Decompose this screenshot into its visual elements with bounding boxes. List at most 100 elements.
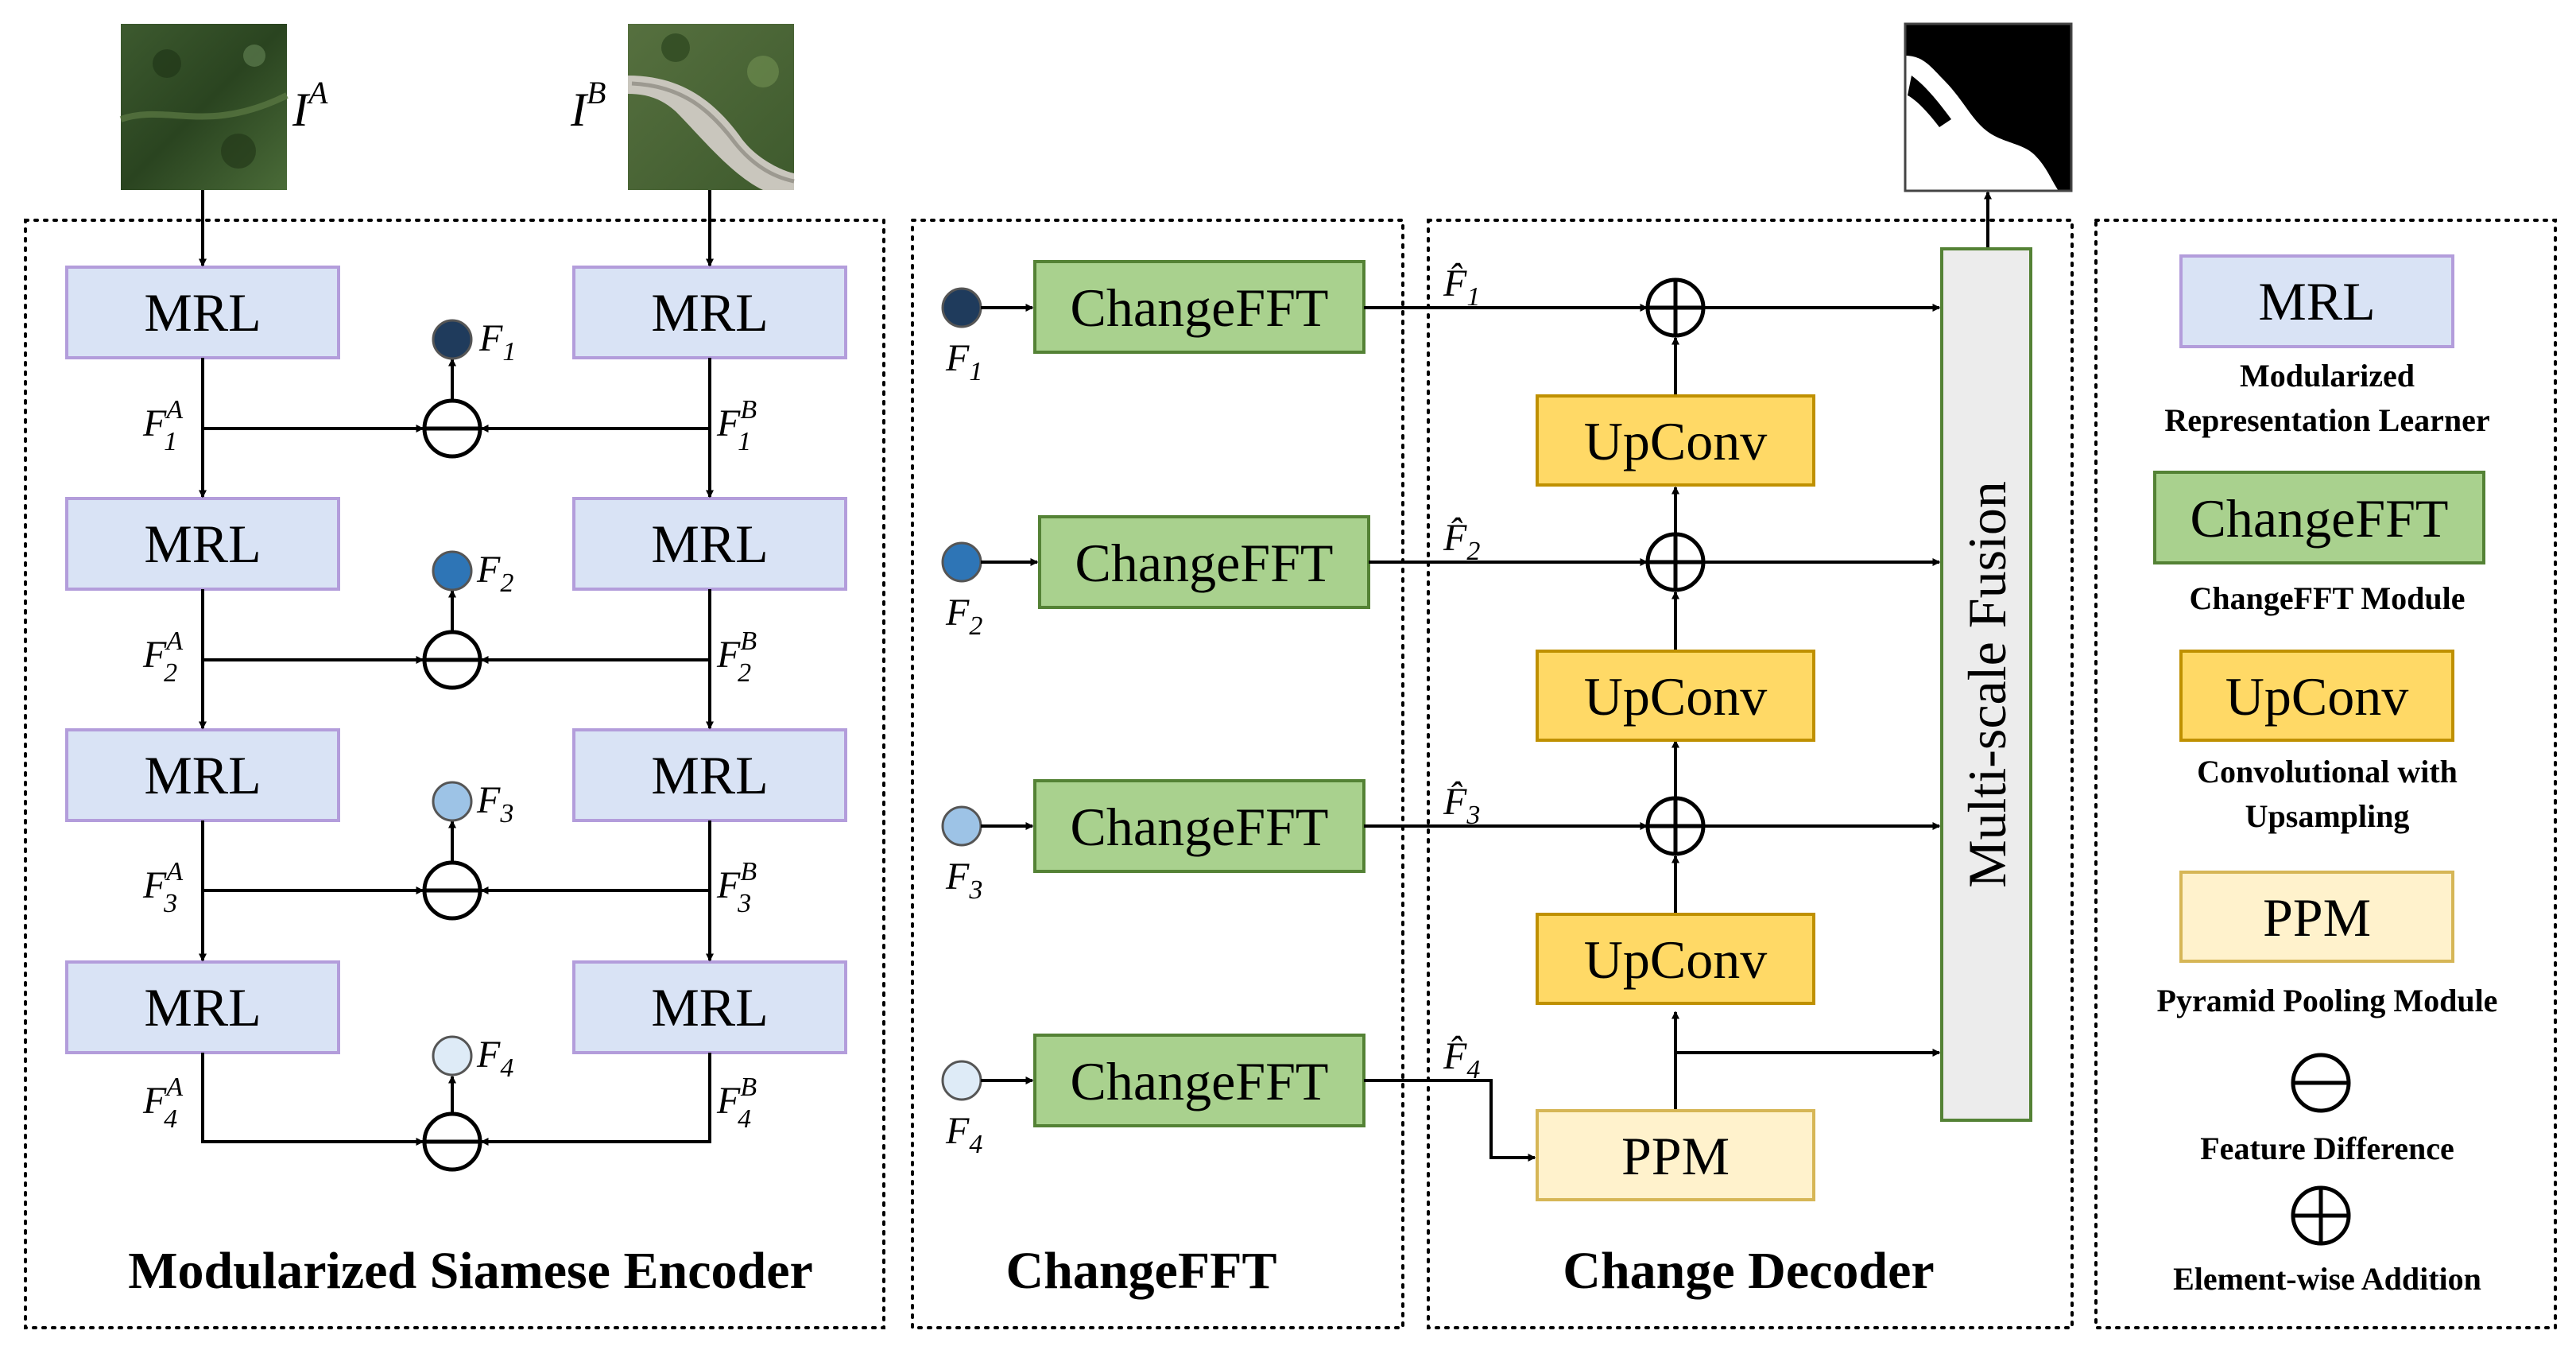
svg-text:F1: F1 (478, 317, 516, 367)
svg-text:ChangeFFT: ChangeFFT (1071, 1051, 1329, 1111)
mrl-block-a1: MRL (65, 266, 340, 359)
add-icon-3 (1645, 796, 1706, 856)
fft-input-dot-f4 (941, 1060, 982, 1101)
input-image-b (628, 24, 795, 190)
svg-text:MRL: MRL (144, 282, 261, 343)
legend-addition: Element-wise Addition (2173, 1185, 2481, 1297)
svg-text:F̂4: F̂4 (1443, 1034, 1480, 1084)
svg-text:F2: F2 (945, 592, 982, 641)
changefft-title: ChangeFFT (1005, 1242, 1276, 1300)
svg-text:ChangeFFT: ChangeFFT (1071, 797, 1329, 857)
legend-upconv: UpConv Convolutional with Upsampling (2179, 650, 2458, 834)
changefft-block-4: ChangeFFT (1033, 1034, 1365, 1127)
feature-dot-f4 (432, 1035, 473, 1077)
svg-text:Multi-scale Fusion: Multi-scale Fusion (1957, 481, 2017, 888)
mrl-block-a2: MRL (65, 497, 340, 591)
svg-text:UpConv: UpConv (1584, 666, 1767, 727)
svg-text:FA3: FA3 (142, 857, 183, 918)
svg-text:F3: F3 (945, 855, 982, 905)
changefft-block-2: ChangeFFT (1038, 515, 1370, 609)
svg-text:ChangeFFT: ChangeFFT (2191, 488, 2449, 549)
svg-text:UpConv: UpConv (2225, 666, 2408, 727)
svg-text:MRL: MRL (651, 745, 768, 805)
fhat-labels: F̂1 F̂2 F̂3 F̂4 (1443, 262, 1480, 1084)
fft-input-dot-f3 (941, 805, 982, 847)
input-label-a: IA (292, 75, 328, 136)
legend-diff-icon (2291, 1053, 2351, 1113)
svg-text:F2: F2 (476, 549, 513, 598)
changefft-block-1: ChangeFFT (1033, 260, 1365, 354)
decoder-panel (1427, 219, 2074, 1329)
diff-icon-2 (422, 630, 482, 690)
feature-difference-ops (422, 398, 482, 1172)
encoder-title: Modularized Siamese Encoder (128, 1242, 813, 1300)
svg-text:FB1: FB1 (716, 395, 757, 456)
feature-dot-f1 (432, 319, 473, 360)
mrl-block-b3: MRL (572, 728, 847, 822)
input-image-a (119, 24, 289, 190)
encoder-panel (24, 219, 885, 1329)
ppm-block: PPM (1536, 1109, 1815, 1201)
svg-text:Feature Difference: Feature Difference (2200, 1131, 2454, 1166)
svg-text:Convolutional with: Convolutional with (2197, 754, 2458, 789)
svg-text:Pyramid Pooling Module: Pyramid Pooling Module (2157, 983, 2498, 1018)
decoder-wires (1364, 191, 1992, 1162)
input-label-b: IB (570, 75, 606, 136)
changefft-column: F1 F2 F3 F4 ChangeFFT ChangeFFT ChangeFF… (941, 260, 1370, 1159)
upconv-block-3: UpConv (1536, 913, 1815, 1005)
svg-text:F̂3: F̂3 (1443, 780, 1480, 830)
svg-text:MRL: MRL (2258, 271, 2375, 332)
svg-text:FA4: FA4 (142, 1073, 183, 1134)
add-icon-2 (1645, 532, 1706, 592)
feature-dot-f3 (432, 781, 473, 822)
svg-text:MRL: MRL (651, 282, 768, 343)
svg-text:Modularized: Modularized (2240, 358, 2415, 394)
upconv-block-2: UpConv (1536, 650, 1815, 742)
legend-ppm: PPM Pyramid Pooling Module (2157, 871, 2498, 1018)
mrl-block-b4: MRL (572, 960, 847, 1054)
svg-text:Upsampling: Upsampling (2245, 798, 2410, 834)
svg-text:ChangeFFT Module: ChangeFFT Module (2189, 580, 2465, 616)
output-change-mask (1904, 22, 2073, 192)
decoder-title: Change Decoder (1563, 1242, 1934, 1300)
fft-input-dot-f2 (941, 541, 982, 583)
svg-text:ChangeFFT: ChangeFFT (1071, 277, 1329, 338)
legend-difference: Feature Difference (2200, 1053, 2454, 1166)
svg-text:F4: F4 (945, 1110, 982, 1159)
feature-dot-f2 (432, 550, 473, 592)
changefft-block-3: ChangeFFT (1033, 779, 1365, 873)
mrl-block-a3: MRL (65, 728, 340, 822)
legend-add-icon (2291, 1185, 2351, 1246)
svg-text:F3: F3 (476, 779, 513, 828)
diff-icon-4 (422, 1111, 482, 1172)
svg-text:MRL: MRL (651, 977, 768, 1038)
svg-text:MRL: MRL (144, 745, 261, 805)
multiscale-fusion-block: Multi-scale Fusion (1940, 247, 2032, 1122)
legend: MRL Modularized Representation Learner C… (2153, 254, 2498, 1297)
svg-text:Representation Learner: Representation Learner (2164, 402, 2489, 438)
svg-text:F4: F4 (476, 1034, 513, 1083)
addition-ops (1645, 277, 1706, 856)
add-icon-1 (1645, 277, 1706, 338)
svg-text:F̂1: F̂1 (1443, 262, 1480, 312)
svg-text:MRL: MRL (144, 514, 261, 574)
svg-text:MRL: MRL (144, 977, 261, 1038)
fft-input-dot-f1 (941, 287, 982, 328)
mrl-block-b1: MRL (572, 266, 847, 359)
svg-text:F̂2: F̂2 (1443, 516, 1480, 566)
svg-text:UpConv: UpConv (1584, 929, 1767, 990)
mrl-block-a4: MRL (65, 960, 340, 1054)
legend-panel (2094, 219, 2557, 1329)
svg-text:FB2: FB2 (716, 627, 757, 688)
svg-text:FB3: FB3 (716, 857, 757, 918)
legend-mrl: MRL Modularized Representation Learner (2164, 254, 2490, 438)
svg-text:PPM: PPM (1621, 1126, 1730, 1186)
svg-text:MRL: MRL (651, 514, 768, 574)
svg-text:UpConv: UpConv (1584, 411, 1767, 471)
encoder-mrl-blocks: MRL MRL MRL MRL MRL MRL MRL MRL (65, 266, 847, 1054)
upconv-block-1: UpConv (1536, 394, 1815, 487)
encoder-wires (199, 190, 714, 1146)
svg-text:PPM: PPM (2263, 887, 2371, 948)
